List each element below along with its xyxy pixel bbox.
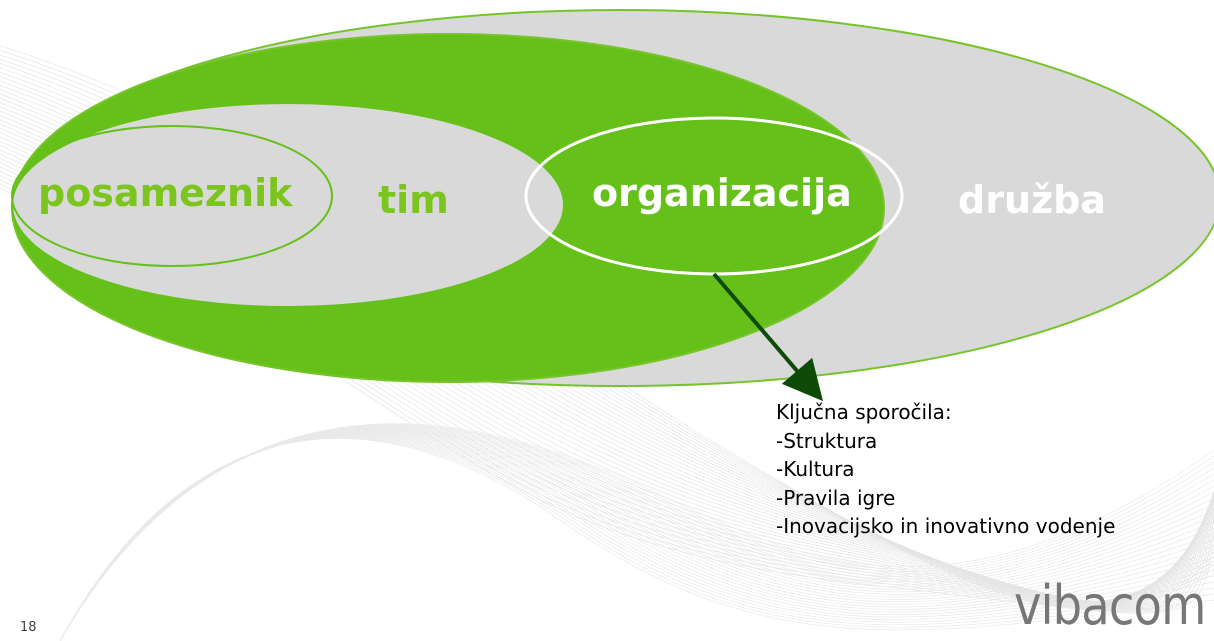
ellipse-tim bbox=[11, 102, 565, 308]
vibacom-logo: vibacom bbox=[1014, 574, 1206, 637]
key-messages-title: Ključna sporočila: bbox=[776, 400, 952, 424]
page-number: 18 bbox=[20, 620, 37, 635]
key-messages-list: Ključna sporočila: -Struktura -Kultura -… bbox=[776, 398, 1115, 541]
label-tim: tim bbox=[378, 178, 449, 222]
label-druzba: družba bbox=[958, 178, 1106, 222]
arrow-to-messages bbox=[712, 272, 824, 402]
label-posameznik: posameznik bbox=[38, 171, 293, 215]
key-message-item: -Struktura bbox=[776, 428, 878, 453]
ellipse-posameznik bbox=[11, 125, 333, 267]
key-message-item: -Inovacijsko in inovativno vodenje bbox=[776, 514, 1116, 538]
label-organizacija: organizacija bbox=[592, 171, 852, 215]
key-message-item: -Pravila igre bbox=[776, 485, 896, 510]
key-message-item: -Kultura bbox=[776, 457, 855, 481]
